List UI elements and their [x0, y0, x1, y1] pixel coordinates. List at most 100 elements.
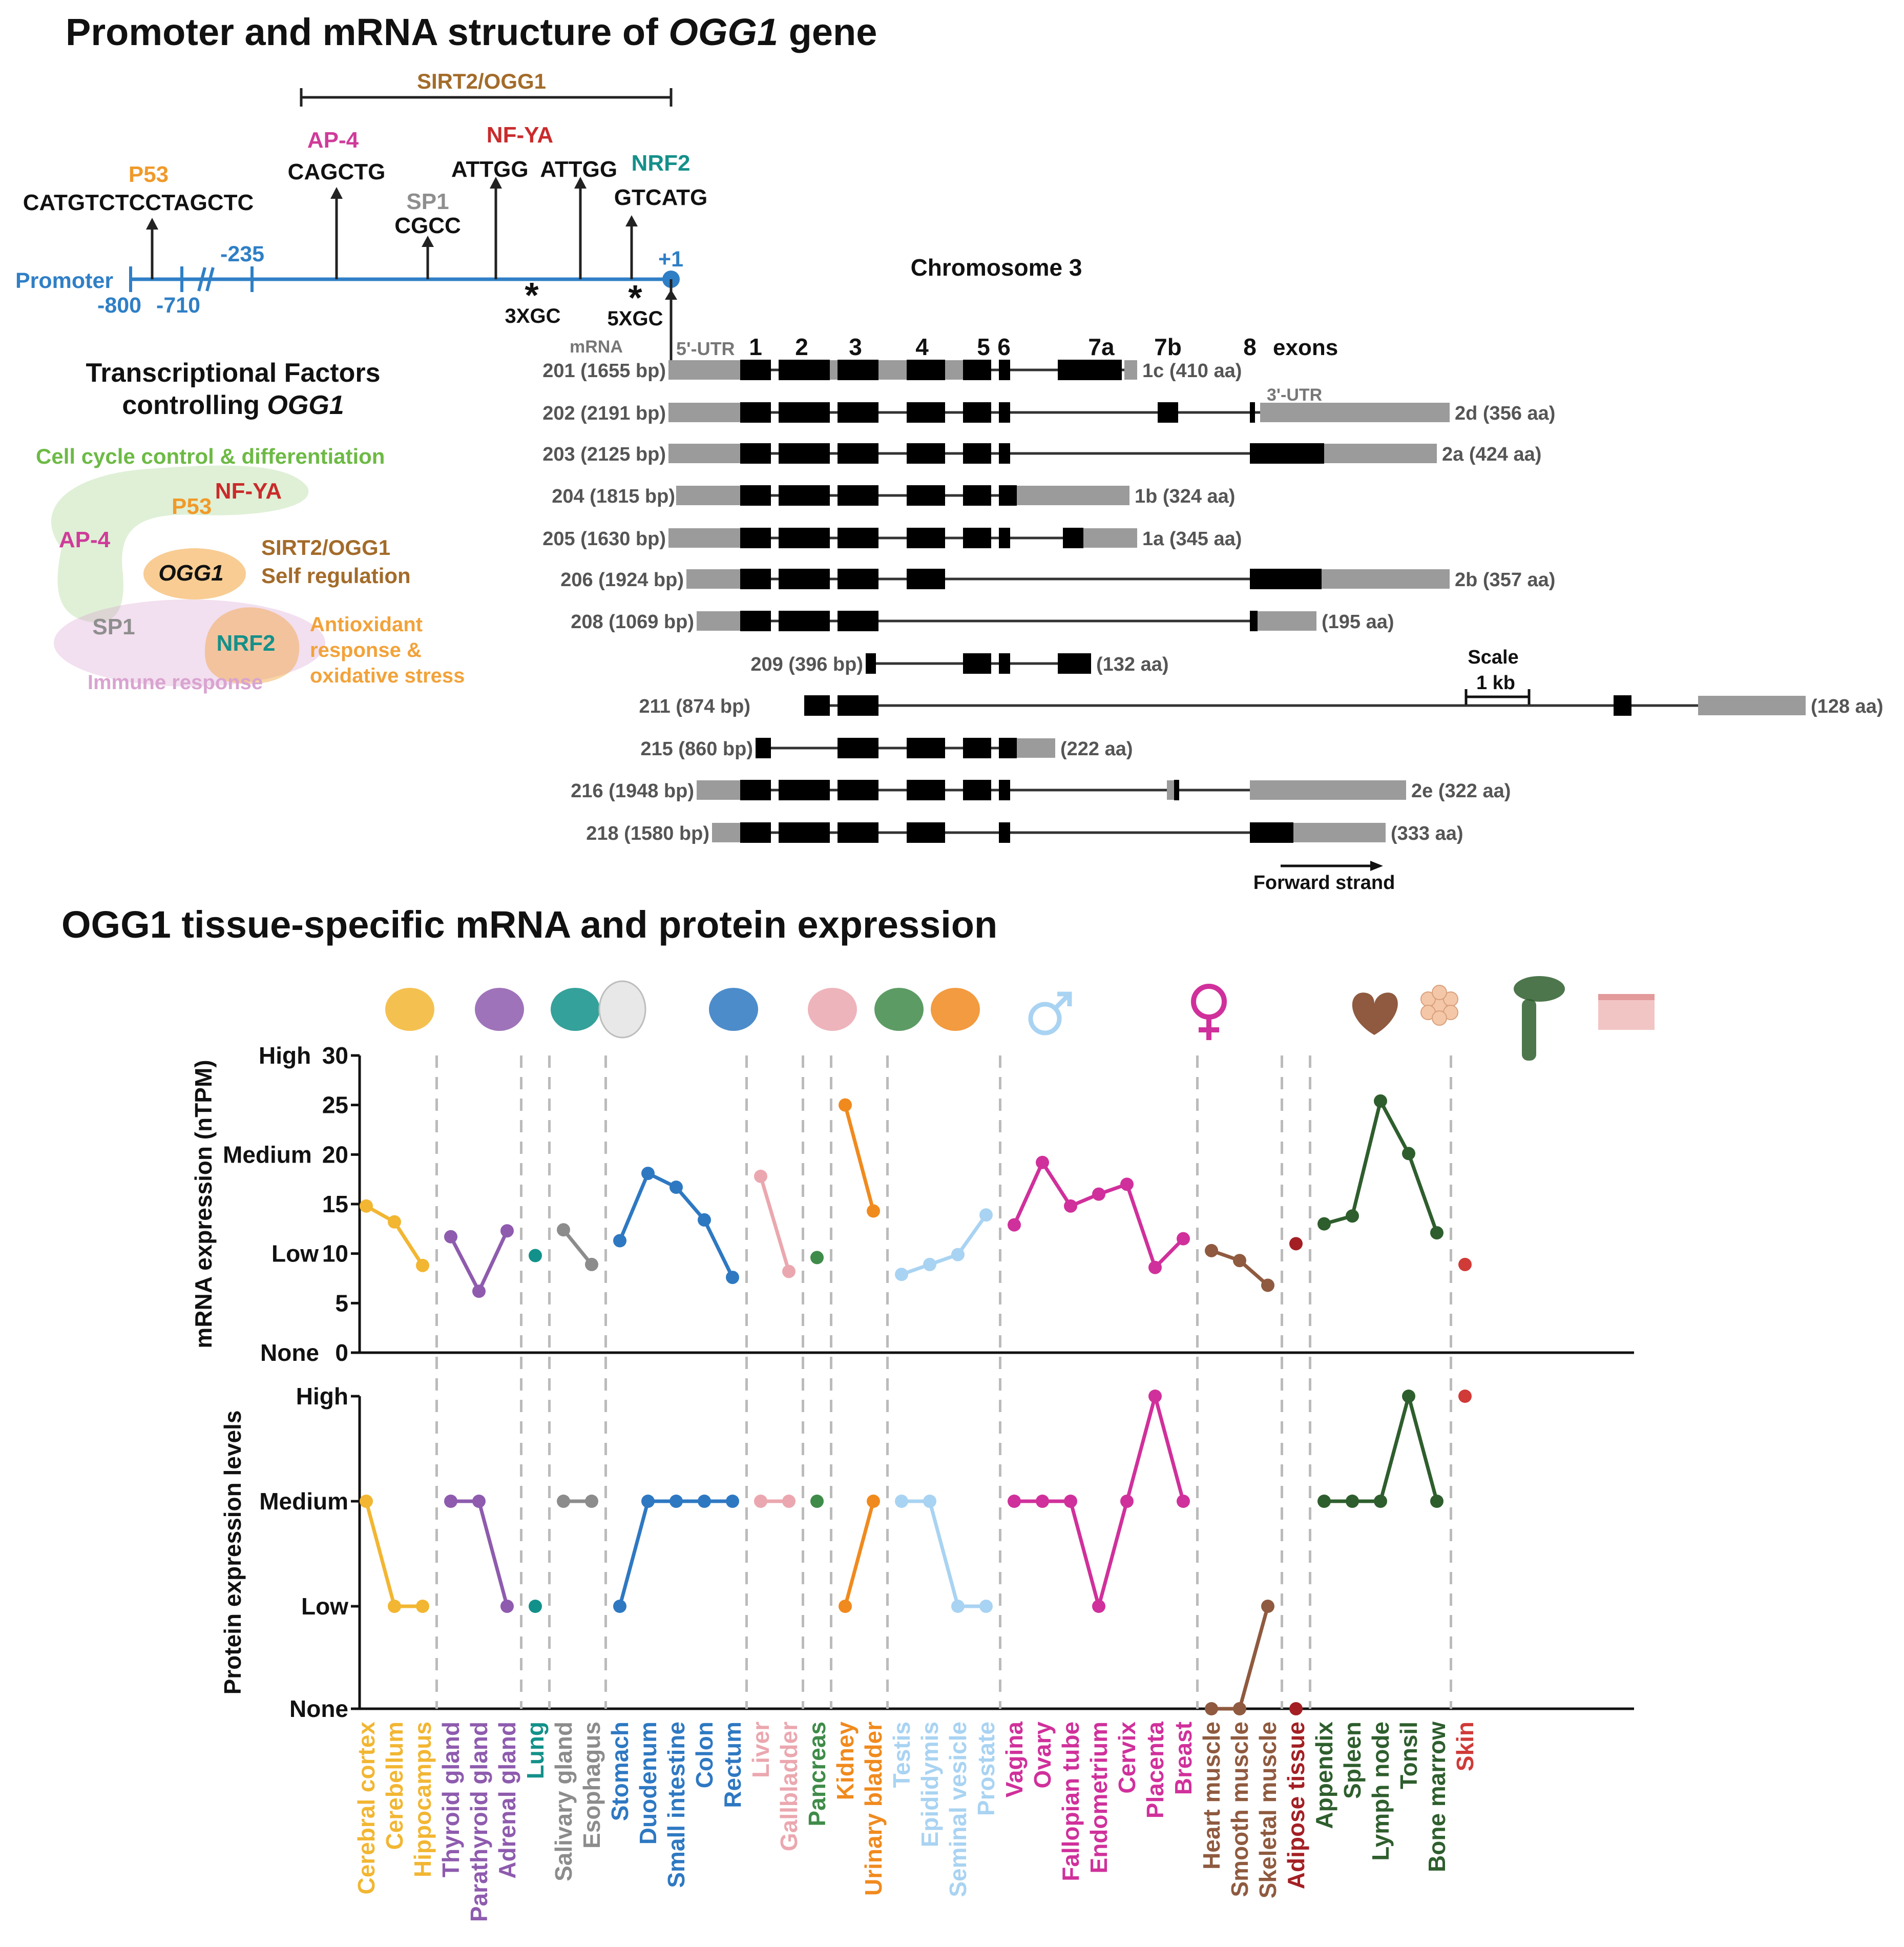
- tf-sp1: SP1: [92, 614, 135, 639]
- scale-label: Scale: [1468, 647, 1518, 668]
- chromosome-label: Chromosome 3: [911, 254, 1082, 281]
- mrna-point: [1346, 1209, 1359, 1223]
- exon-block: [779, 402, 830, 423]
- skin-icon: [1598, 994, 1655, 1030]
- protein-point: [698, 1495, 711, 1508]
- adipose-cell: [1432, 1010, 1447, 1026]
- exon-number-label: 4: [915, 334, 929, 360]
- promoter-title: Promoter and mRNA structure of OGG1 gene: [66, 11, 877, 53]
- mrna-series-line: [843, 1104, 875, 1212]
- mrna-point: [669, 1180, 683, 1194]
- mrna-point: [1430, 1226, 1443, 1240]
- male-symbol-icon: [1028, 991, 1072, 1035]
- heart-shape: [1352, 992, 1398, 1035]
- female-symbol-icon: [1191, 984, 1227, 1040]
- tf-sirt2: SIRT2/OGG1: [261, 535, 390, 560]
- x-tick-label: Esophagus: [578, 1722, 605, 1849]
- x-tick-label: Endometrium: [1085, 1722, 1112, 1873]
- protein-level-label: Low: [301, 1593, 348, 1620]
- x-tick-label: Smooth muscle: [1226, 1722, 1253, 1897]
- exon-block: [963, 528, 991, 548]
- utr-segment: [1258, 611, 1316, 631]
- male-symbol-head: [1057, 991, 1072, 1006]
- skin-surface: [1598, 994, 1655, 1000]
- cell-cycle-label: Cell cycle control & differentiation: [36, 444, 385, 468]
- exon-block: [963, 360, 991, 380]
- mrna-point: [1458, 1257, 1472, 1271]
- protein-level-label: Medium: [259, 1488, 348, 1515]
- protein-series-line: [451, 1499, 509, 1607]
- mrna-point: [951, 1248, 965, 1261]
- protein-point: [444, 1495, 457, 1508]
- immune-label: Immune response: [88, 671, 263, 694]
- mrna-point: [613, 1234, 626, 1248]
- cell-cycle-blob: [51, 465, 309, 623]
- mrna-point: [1205, 1244, 1218, 1257]
- bone-shaft: [1522, 999, 1536, 1061]
- exon-block: [963, 485, 991, 506]
- protein-series-line: [843, 1501, 875, 1607]
- pos-minus235: -235: [220, 242, 264, 266]
- exon-block: [1614, 695, 1631, 716]
- mrna-point: [585, 1257, 598, 1271]
- tf-nfya: NF-YA: [215, 479, 282, 504]
- protein-series-line: [1211, 1606, 1270, 1711]
- x-tick-label: Gallbladder: [776, 1722, 802, 1851]
- mrna-point: [1036, 1155, 1049, 1169]
- organ-shape: [551, 988, 600, 1031]
- exon-block: [1058, 360, 1122, 380]
- exon-block: [838, 569, 878, 589]
- transcript-name: 206 (1924 bp): [560, 569, 684, 591]
- antioxidant-blob: [205, 607, 300, 684]
- transcript-name: 201 (1655 bp): [542, 360, 666, 382]
- x-tick-label: Liver: [747, 1722, 774, 1778]
- protein-point: [472, 1495, 486, 1508]
- exon-block: [999, 443, 1010, 464]
- transcript-name: 202 (2191 bp): [542, 403, 666, 424]
- stomach-icon: [709, 988, 758, 1031]
- mrna-y-tick-label: 0: [335, 1339, 348, 1366]
- exon-number-label: 2: [795, 334, 808, 360]
- protein-point: [1008, 1495, 1021, 1508]
- protein-point: [979, 1600, 993, 1613]
- x-tick-label: Spleen: [1339, 1722, 1366, 1799]
- exon-block: [963, 443, 991, 464]
- site-p53-tf: P53: [129, 162, 169, 187]
- exon-number-label: 7a: [1088, 334, 1115, 360]
- x-tick-label: Testis: [888, 1722, 915, 1788]
- exon-block: [838, 360, 878, 380]
- exon-block: [779, 485, 830, 506]
- x-tick-label: Parathyroid gland: [466, 1722, 492, 1922]
- mrna-level-label: High: [259, 1042, 311, 1069]
- protein-point: [1374, 1495, 1387, 1508]
- utr-segment: [1017, 486, 1129, 505]
- protein-label: 1c (410 aa): [1142, 360, 1242, 382]
- protein-point: [388, 1600, 401, 1613]
- transcript-row: 201 (1655 bp) 1c (410 aa): [542, 360, 1242, 382]
- mrna-point: [698, 1213, 711, 1227]
- protein-level-label: High: [296, 1383, 348, 1410]
- exon-block: [999, 402, 1010, 423]
- utr5-label: 5'-UTR: [676, 338, 735, 359]
- utr-segment: [1017, 738, 1055, 758]
- mrna-point: [754, 1169, 767, 1183]
- protein-point: [951, 1600, 965, 1613]
- x-tick-label: Prostate: [973, 1722, 999, 1816]
- mrna-point: [810, 1251, 824, 1265]
- protein-label: 2b (357 aa): [1455, 569, 1555, 591]
- exon-number-label: 1: [749, 334, 762, 360]
- bladder-icon: [931, 988, 980, 1031]
- mrna-point: [1402, 1147, 1415, 1161]
- organ-shape: [385, 988, 434, 1031]
- x-tick-label: Thyroid gland: [437, 1722, 464, 1877]
- x-tick-label: Small intestine: [663, 1722, 689, 1888]
- transcript-row: 218 (1580 bp)(333 aa): [586, 822, 1463, 844]
- exon-block: [1158, 402, 1178, 423]
- mrna-series-line: [1324, 1096, 1439, 1234]
- liver-icon: [808, 988, 857, 1031]
- x-tick-label: Cerebral cortex: [353, 1722, 380, 1895]
- protein-series-line: [618, 1499, 733, 1607]
- protein-label: (132 aa): [1096, 654, 1169, 675]
